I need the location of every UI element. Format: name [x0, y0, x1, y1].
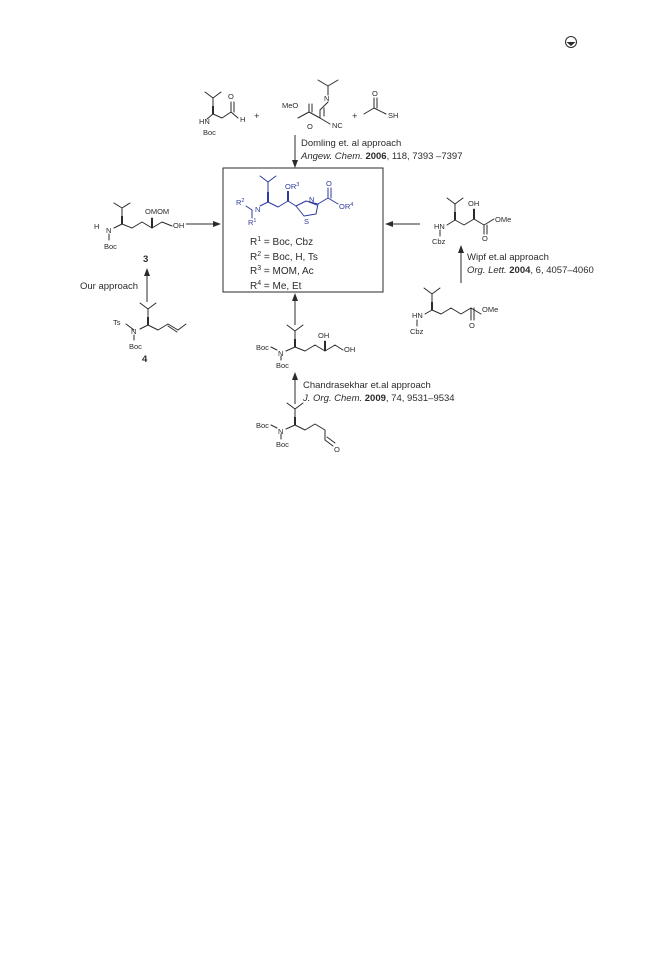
thioacid-o-label: O: [372, 89, 378, 98]
aldehyde-o-label: O: [228, 92, 234, 101]
chandrasekhar-diol: Boc N Boc OH OH: [256, 324, 355, 370]
r1-definition: R1 = Boc, Cbz: [250, 236, 313, 248]
isocyanide-n-label: N: [324, 94, 329, 103]
target-ring-s-label: S: [304, 217, 309, 226]
domling-journal: Angew. Chem.: [300, 151, 363, 162]
c4-n-label: N: [131, 327, 136, 336]
target-structure-box: [222, 167, 384, 293]
chandrasekhar-year: 2009: [365, 393, 386, 404]
wipf-hydroxy-ester: HN Cbz OH O OMe: [432, 197, 511, 246]
aldehyde-h-label: H: [240, 115, 245, 124]
our-approach-arrowhead: [144, 268, 150, 276]
wipf2-o-label: O: [469, 321, 475, 330]
wipf-year: 2004: [509, 265, 531, 276]
r3-definition: R3 = MOM, Ac: [250, 265, 314, 277]
wipf-journal: Org. Lett.: [467, 265, 507, 276]
diol-oh1-label: OH: [318, 331, 329, 340]
aldehyde2-o-label: O: [334, 445, 340, 454]
target-structure: R2 N R1 OR3 N S O OR4: [236, 175, 353, 227]
c3-boc-label: Boc: [104, 242, 117, 251]
compound-4: Ts N Boc 4: [113, 302, 187, 365]
domling-route-label: Domling et. al approach: [301, 138, 401, 149]
target-r2-label: R2: [236, 198, 244, 207]
wipf-route-label: Wipf et.al approach: [467, 252, 549, 263]
c3-n-label: N: [106, 226, 111, 235]
target-or4-label: OR4: [339, 202, 353, 211]
c3-h-label: H: [94, 222, 99, 231]
compound-3-number: 3: [143, 254, 148, 265]
aldehyde2-boc2-label: Boc: [276, 440, 289, 449]
diol-oh2-label: OH: [344, 345, 355, 354]
domling-year: 2006: [365, 151, 386, 162]
domling-volume-pages: , 118, 7393 –7397: [387, 151, 463, 162]
target-or3-label: OR3: [285, 182, 299, 191]
r2-definition: R2 = Boc, H, Ts: [250, 251, 318, 263]
diol-n-label: N: [278, 349, 283, 358]
wipf-route-arrowhead: [458, 245, 464, 253]
wipf1-hn-label: HN: [434, 222, 445, 231]
domling-route-citation: Angew. Chem. 2006, 118, 7393 –7397: [300, 151, 462, 162]
chandrasekhar-route-citation: J. Org. Chem. 2009, 74, 9531–9534: [302, 393, 455, 404]
plus-sign-2: +: [352, 111, 358, 122]
wipf1-cbz-label: Cbz: [432, 237, 446, 246]
isocyanide-starting-material: N MeO O NC: [282, 79, 343, 131]
chandrasekhar-aldehyde: Boc N Boc O: [256, 402, 340, 454]
isocyanide-meo-label: MeO: [282, 101, 298, 110]
chandrasekhar-journal: J. Org. Chem.: [302, 393, 362, 404]
aldehyde2-n-label: N: [278, 427, 283, 436]
target-n-label: N: [255, 205, 260, 214]
thioacid-starting-material: O SH: [363, 89, 398, 120]
c3-oh-label: OH: [173, 221, 184, 230]
wipf1-oh-label: OH: [468, 199, 479, 208]
chandrasekhar-route-label: Chandrasekhar et.al approach: [303, 380, 431, 391]
domling-arrowhead: [292, 160, 298, 168]
wipf2-ome-label: OMe: [482, 305, 498, 314]
diol-boc2-label: Boc: [276, 361, 289, 370]
thioacid-sh-label: SH: [388, 111, 398, 120]
aldehyde2-boc1-label: Boc: [256, 421, 269, 430]
publisher-logo-icon: [565, 36, 577, 48]
isocyanide-o-label: O: [307, 122, 313, 131]
wipf-ester: HN Cbz O OMe: [410, 287, 498, 336]
chandrasekhar-route-arrowhead: [292, 372, 298, 380]
target-r1-label: R1: [248, 218, 256, 227]
c4-boc-label: Boc: [129, 342, 142, 351]
plus-sign-1: +: [254, 111, 260, 122]
compound-4-number: 4: [142, 354, 148, 365]
c4-ts-label: Ts: [113, 318, 121, 327]
wipf-volume-pages: , 6, 4057–4060: [530, 265, 593, 276]
aldehyde-starting-material: HN Boc O H: [199, 91, 245, 137]
wipf-arrowhead: [385, 221, 393, 227]
wipf1-ome-label: OMe: [495, 215, 511, 224]
wipf1-o-label: O: [482, 234, 488, 243]
target-ring-n-label: N: [309, 195, 314, 204]
diol-boc1-label: Boc: [256, 343, 269, 352]
aldehyde-boc-label: Boc: [203, 128, 216, 137]
target-o-label: O: [326, 179, 332, 188]
compound-3-arrowhead: [213, 221, 221, 227]
diol-arrowhead: [292, 293, 298, 301]
c3-omom-label: OMOM: [145, 207, 169, 216]
wipf-route-citation: Org. Lett. 2004, 6, 4057–4060: [467, 265, 594, 276]
our-approach-label: Our approach: [80, 281, 138, 292]
r-group-definitions: R1 = Boc, Cbz R2 = Boc, H, Ts R3 = MOM, …: [250, 236, 318, 292]
wipf2-hn-label: HN: [412, 311, 423, 320]
r4-definition: R4 = Me, Et: [250, 280, 302, 292]
aldehyde-hn-label: HN: [199, 117, 210, 126]
isocyanide-nc-label: NC: [332, 121, 343, 130]
wipf2-cbz-label: Cbz: [410, 327, 424, 336]
compound-3: H N Boc OMOM OH 3: [94, 202, 184, 265]
chandrasekhar-volume-pages: , 74, 9531–9534: [386, 393, 455, 404]
